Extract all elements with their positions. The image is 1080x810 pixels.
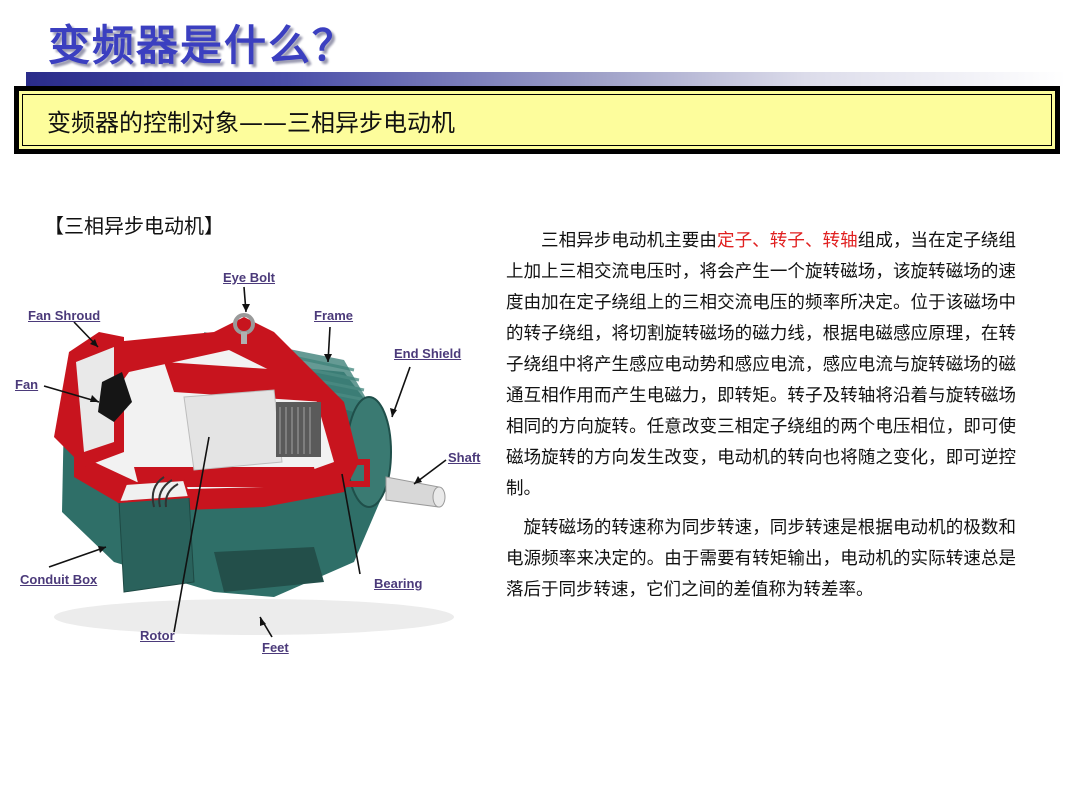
- subtitle-text: 变频器的控制对象——三相异步电动机: [47, 108, 455, 137]
- body-text: 三相异步电动机主要由定子、转子、转轴组成，当在定子绕组上加上三相交流电压时，将会…: [506, 226, 1016, 606]
- callout-shaft: Shaft: [448, 450, 481, 465]
- title-gradient-bar: [26, 72, 1066, 86]
- subtitle-box: 变频器的控制对象——三相异步电动机: [14, 86, 1060, 154]
- callout-frame: Frame: [314, 308, 354, 323]
- callout-eye-bolt: Eye Bolt: [223, 270, 276, 285]
- motor-cutaway-figure: Eye Bolt Fan Shroud Frame End Shield Fan…: [14, 262, 494, 662]
- callout-bearing: Bearing: [374, 576, 423, 591]
- callout-feet: Feet: [262, 640, 289, 655]
- callout-end-shield: End Shield: [394, 346, 462, 361]
- paragraph-2: 旋转磁场的转速称为同步转速，同步转速是根据电动机的极数和电源频率来决定的。由于需…: [506, 518, 1016, 600]
- callout-fan: Fan: [15, 377, 39, 392]
- subtitle-inner: 变频器的控制对象——三相异步电动机: [19, 91, 1055, 149]
- callout-fan-shroud: Fan Shroud: [28, 308, 101, 323]
- motor-illustration: [43, 286, 454, 638]
- paragraph-1-highlight: 定子、转子、转轴: [716, 231, 858, 251]
- callout-rotor: Rotor: [140, 628, 175, 643]
- section-label: 【三相异步电动机】: [44, 214, 224, 238]
- slide-title: 变频器是什么？: [48, 21, 357, 70]
- paragraph-1-rest: 组成，当在定子绕组上加上三相交流电压时，将会产生一个旋转磁场，该旋转磁场的速度由…: [506, 231, 1017, 499]
- paragraph-1-lead: 三相异步电动机主要由: [541, 231, 717, 251]
- callout-conduit-box: Conduit Box: [20, 572, 98, 587]
- paragraph-1: 三相异步电动机主要由定子、转子、转轴组成，当在定子绕组上加上三相交流电压时，将会…: [506, 226, 1016, 505]
